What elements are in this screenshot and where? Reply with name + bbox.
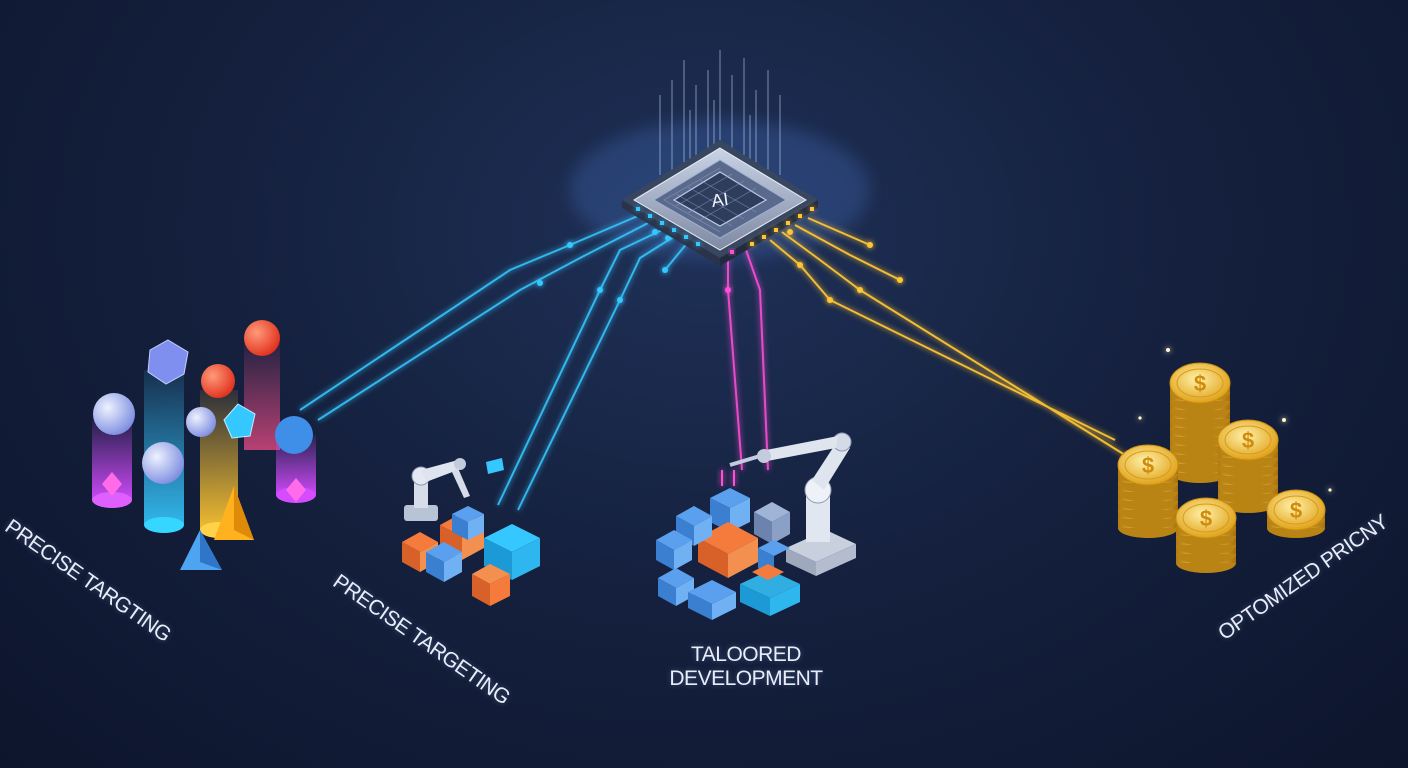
chip-pin-magenta — [730, 250, 734, 254]
cyan-nodes — [537, 229, 671, 303]
coin-face — [1117, 444, 1179, 486]
label-tailored-line2: DEVELOPMENT — [669, 667, 823, 690]
coin-stack: $ — [1266, 489, 1326, 538]
cyan-traces — [299, 214, 689, 511]
data-rays — [659, 50, 781, 175]
sparkles — [1138, 348, 1332, 492]
robot-blocks-illustration-2 — [656, 432, 856, 620]
coin-face — [1175, 497, 1237, 539]
coin-inner-ring — [1273, 495, 1319, 525]
coin-stack: $ — [1117, 444, 1179, 538]
coin-stacks-illustration: $ $ $ $ $ — [1117, 362, 1326, 573]
coin-stack: $ — [1175, 497, 1237, 573]
coin-stack: $ — [1169, 362, 1231, 483]
targeting-pillars-illustration — [92, 320, 316, 570]
magenta-node — [725, 287, 731, 293]
dollar-sign-icon: $ — [1194, 371, 1206, 396]
coin-face — [1169, 362, 1231, 404]
coin-inner-ring — [1224, 425, 1272, 455]
label-tailored-development: TALOORED DEVELOPMENT — [666, 643, 826, 691]
dollar-sign-icon: $ — [1242, 428, 1254, 453]
coin-face — [1217, 419, 1279, 461]
label-tailored-line1: TALOORED — [691, 643, 801, 666]
robot-blocks-illustration-1 — [402, 458, 540, 606]
dollar-sign-icon: $ — [1200, 506, 1212, 531]
chip-label: AI — [710, 189, 730, 211]
coin-inner-ring — [1176, 368, 1224, 398]
chip-pins-cyan — [636, 207, 700, 246]
ai-chip: AI — [622, 140, 818, 266]
gold-traces — [769, 217, 1126, 456]
coin-inner-ring — [1124, 450, 1172, 480]
dollar-sign-icon: $ — [1142, 453, 1154, 478]
coin-inner-ring — [1182, 503, 1230, 533]
chip-pins-gold — [750, 207, 814, 246]
gold-nodes — [787, 229, 903, 303]
robot-arm-large — [721, 432, 856, 576]
dollar-sign-icon: $ — [1290, 498, 1302, 523]
coin-stack: $ — [1217, 419, 1279, 513]
robot-arm-small — [404, 458, 470, 521]
magenta-traces — [727, 249, 769, 471]
